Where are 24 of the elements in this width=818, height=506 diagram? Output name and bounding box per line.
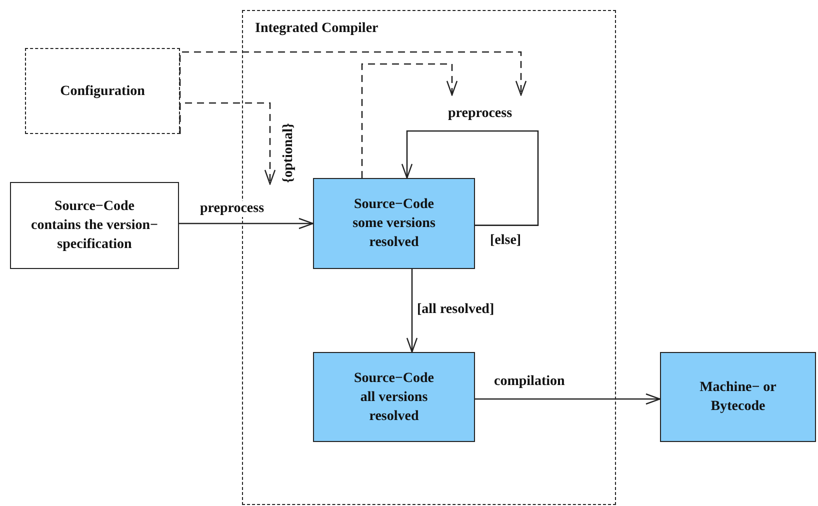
dashed-arrow	[361, 63, 458, 178]
node-heading: Source−Code	[354, 196, 434, 214]
node-text: contains the version− specification	[30, 217, 159, 254]
edge-label: [all resolved]	[415, 302, 496, 318]
arrow	[179, 218, 314, 230]
edge-label: preprocess	[198, 201, 266, 217]
node-text: all versions resolved	[359, 388, 429, 426]
group-title: Integrated Compiler	[255, 20, 378, 38]
node-heading: Source−Code	[54, 198, 135, 216]
node-text: some versions resolved	[352, 215, 436, 252]
node-heading: Source−Code	[354, 370, 434, 388]
edge-label: {optional}	[281, 120, 297, 185]
process-box	[313, 352, 475, 442]
arrow	[475, 393, 661, 405]
arrow	[401, 130, 539, 226]
node-text: Configuration	[60, 82, 145, 100]
process-box	[660, 352, 816, 442]
arrow	[406, 269, 418, 353]
edge-label: compilation	[492, 374, 567, 390]
dashed-box	[25, 48, 180, 134]
dashed-arrow	[179, 51, 527, 134]
process-box	[313, 178, 475, 269]
process-box	[10, 182, 179, 269]
node-text: Machine− or Bytecode	[698, 379, 778, 416]
